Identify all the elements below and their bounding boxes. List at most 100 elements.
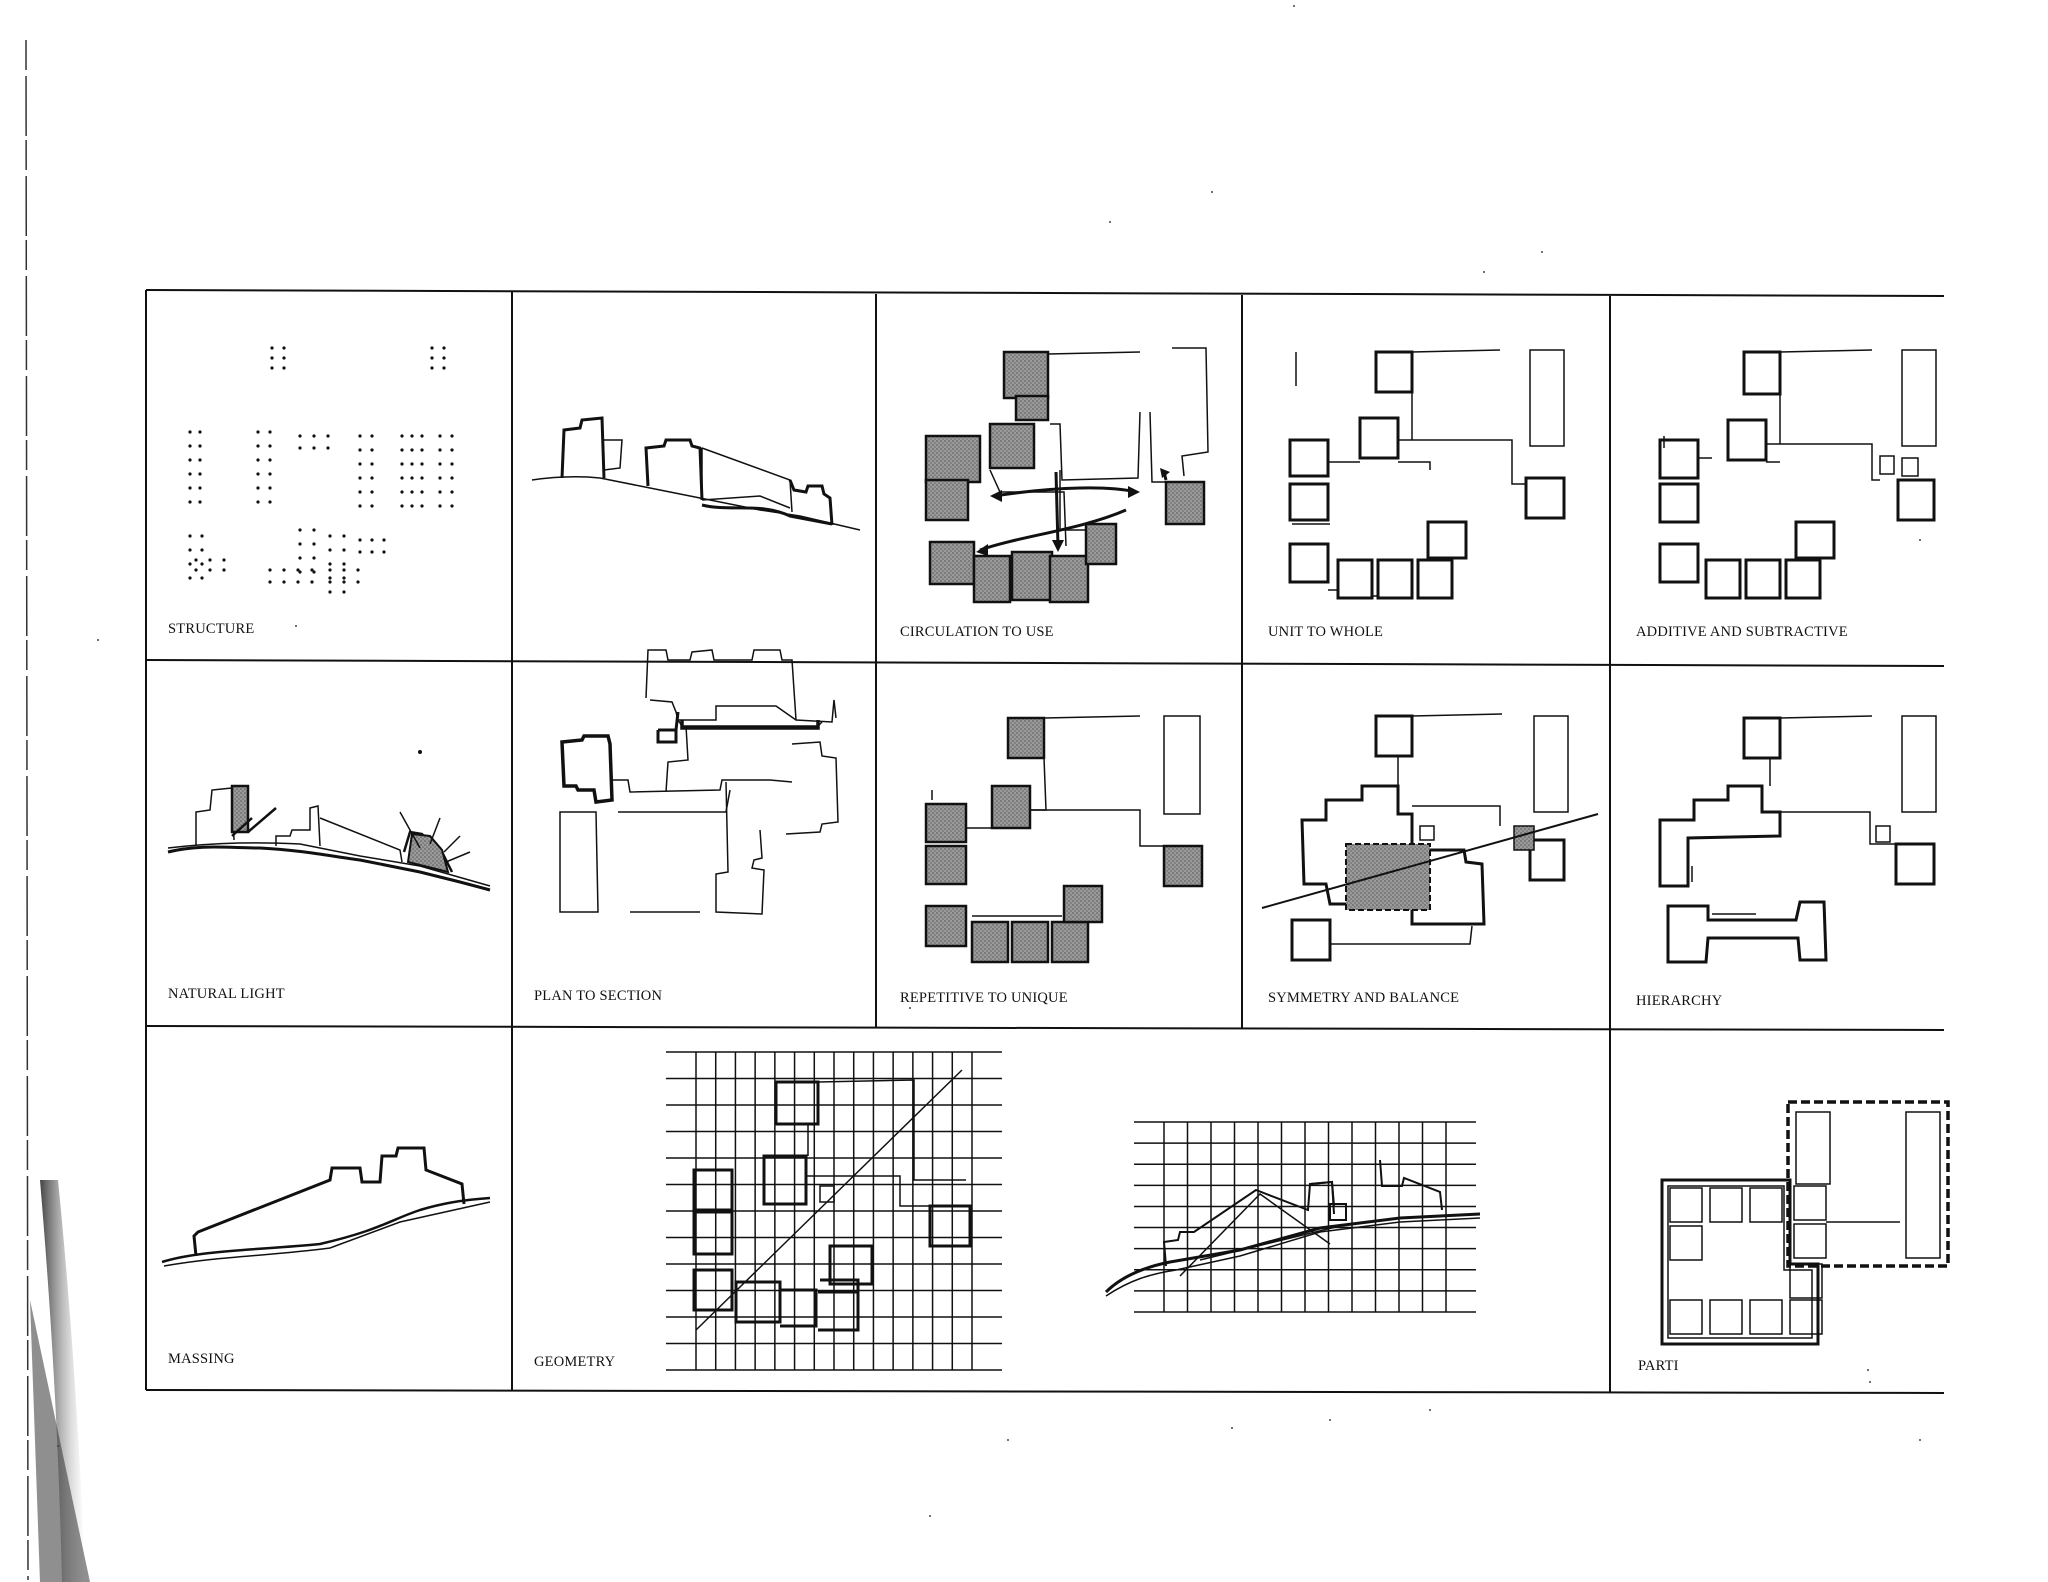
column-dot bbox=[198, 472, 202, 476]
column-dot bbox=[358, 476, 362, 480]
column-dot bbox=[410, 448, 414, 452]
column-dot bbox=[268, 458, 272, 462]
column-dot bbox=[356, 580, 360, 584]
column-dot bbox=[438, 448, 442, 452]
column-dot bbox=[430, 346, 434, 350]
column-dot bbox=[268, 568, 272, 572]
column-dot bbox=[328, 576, 332, 580]
column-dot bbox=[256, 444, 260, 448]
column-dot bbox=[188, 444, 192, 448]
circulation-to-use-plan bbox=[924, 347, 1209, 604]
additive-and-subtractive-plan bbox=[1658, 349, 1937, 600]
column-dot bbox=[400, 448, 404, 452]
column-dot bbox=[410, 434, 414, 438]
column-dot bbox=[450, 490, 454, 494]
column-dot bbox=[282, 356, 286, 360]
label-additive-and-subtractive: ADDITIVE AND SUBTRACTIVE bbox=[1636, 624, 1848, 640]
column-dot bbox=[282, 568, 286, 572]
column-dot bbox=[188, 534, 192, 538]
column-dot bbox=[194, 568, 198, 572]
column-dot bbox=[420, 476, 424, 480]
column-dot bbox=[400, 462, 404, 466]
column-dot bbox=[312, 542, 316, 546]
column-dot bbox=[310, 568, 314, 572]
column-dot bbox=[328, 548, 332, 552]
column-dot bbox=[370, 550, 374, 554]
column-dot bbox=[382, 538, 386, 542]
column-dot bbox=[358, 434, 362, 438]
column-dot bbox=[256, 430, 260, 434]
column-dot bbox=[342, 590, 346, 594]
column-dot bbox=[370, 538, 374, 542]
column-dot bbox=[420, 434, 424, 438]
column-dot bbox=[268, 486, 272, 490]
column-dot bbox=[312, 556, 316, 560]
column-dot bbox=[358, 462, 362, 466]
scan-edge-artifact bbox=[25, 39, 90, 1582]
column-dot bbox=[358, 504, 362, 508]
column-dot bbox=[188, 458, 192, 462]
geometry-plan-grid bbox=[666, 1051, 1002, 1371]
label-symmetry-and-balance: SYMMETRY AND BALANCE bbox=[1268, 990, 1460, 1006]
symmetry-and-balance-plan bbox=[1261, 713, 1599, 962]
column-dot bbox=[438, 490, 442, 494]
column-dot bbox=[358, 490, 362, 494]
label-geometry: GEOMETRY bbox=[534, 1354, 616, 1370]
column-dot bbox=[442, 356, 446, 360]
label-structure: STRUCTURE bbox=[168, 621, 255, 637]
column-dot bbox=[420, 462, 424, 466]
column-dot bbox=[208, 568, 212, 572]
column-dot bbox=[410, 504, 414, 508]
structure-column-grid bbox=[188, 346, 454, 594]
column-dot bbox=[198, 458, 202, 462]
label-natural-light: NATURAL LIGHT bbox=[168, 986, 285, 1002]
parti-diagram bbox=[1660, 1100, 1950, 1346]
label-plan-to-section: PLAN TO SECTION bbox=[534, 988, 663, 1004]
column-dot bbox=[358, 550, 362, 554]
column-dot bbox=[410, 490, 414, 494]
column-dot bbox=[268, 500, 272, 504]
column-dot bbox=[310, 580, 314, 584]
column-dot bbox=[256, 472, 260, 476]
column-dot bbox=[370, 448, 374, 452]
column-dot bbox=[188, 548, 192, 552]
column-dot bbox=[328, 534, 332, 538]
hierarchy-plan bbox=[1658, 715, 1937, 964]
column-dot bbox=[342, 576, 346, 580]
column-dot bbox=[442, 346, 446, 350]
column-dot bbox=[420, 490, 424, 494]
column-dot bbox=[270, 356, 274, 360]
column-dot bbox=[188, 562, 192, 566]
column-dot bbox=[222, 568, 226, 572]
column-dot bbox=[438, 476, 442, 480]
column-dot bbox=[296, 580, 300, 584]
column-dot bbox=[298, 528, 302, 532]
column-dot bbox=[256, 500, 260, 504]
column-dot bbox=[420, 504, 424, 508]
column-dot bbox=[358, 538, 362, 542]
column-dot bbox=[268, 580, 272, 584]
column-dot bbox=[430, 356, 434, 360]
column-dot bbox=[298, 446, 302, 450]
label-circulation-to-use: CIRCULATION TO USE bbox=[900, 624, 1054, 640]
column-dot bbox=[450, 434, 454, 438]
label-massing: MASSING bbox=[168, 1351, 235, 1367]
column-dot bbox=[222, 558, 226, 562]
column-dot bbox=[200, 576, 204, 580]
column-dot bbox=[298, 570, 302, 574]
label-parti: PARTI bbox=[1638, 1358, 1679, 1374]
column-dot bbox=[342, 534, 346, 538]
column-dot bbox=[342, 580, 346, 584]
column-dot bbox=[328, 590, 332, 594]
column-dot bbox=[312, 434, 316, 438]
geometry-section-grid bbox=[1104, 1121, 1481, 1313]
panel-grid bbox=[145, 289, 1945, 1394]
column-dot bbox=[270, 346, 274, 350]
column-dot bbox=[370, 490, 374, 494]
scan-specks bbox=[57, 5, 1921, 1517]
column-dot bbox=[430, 366, 434, 370]
column-dot bbox=[200, 562, 204, 566]
column-dot bbox=[438, 504, 442, 508]
column-dot bbox=[188, 486, 192, 490]
column-dot bbox=[198, 500, 202, 504]
